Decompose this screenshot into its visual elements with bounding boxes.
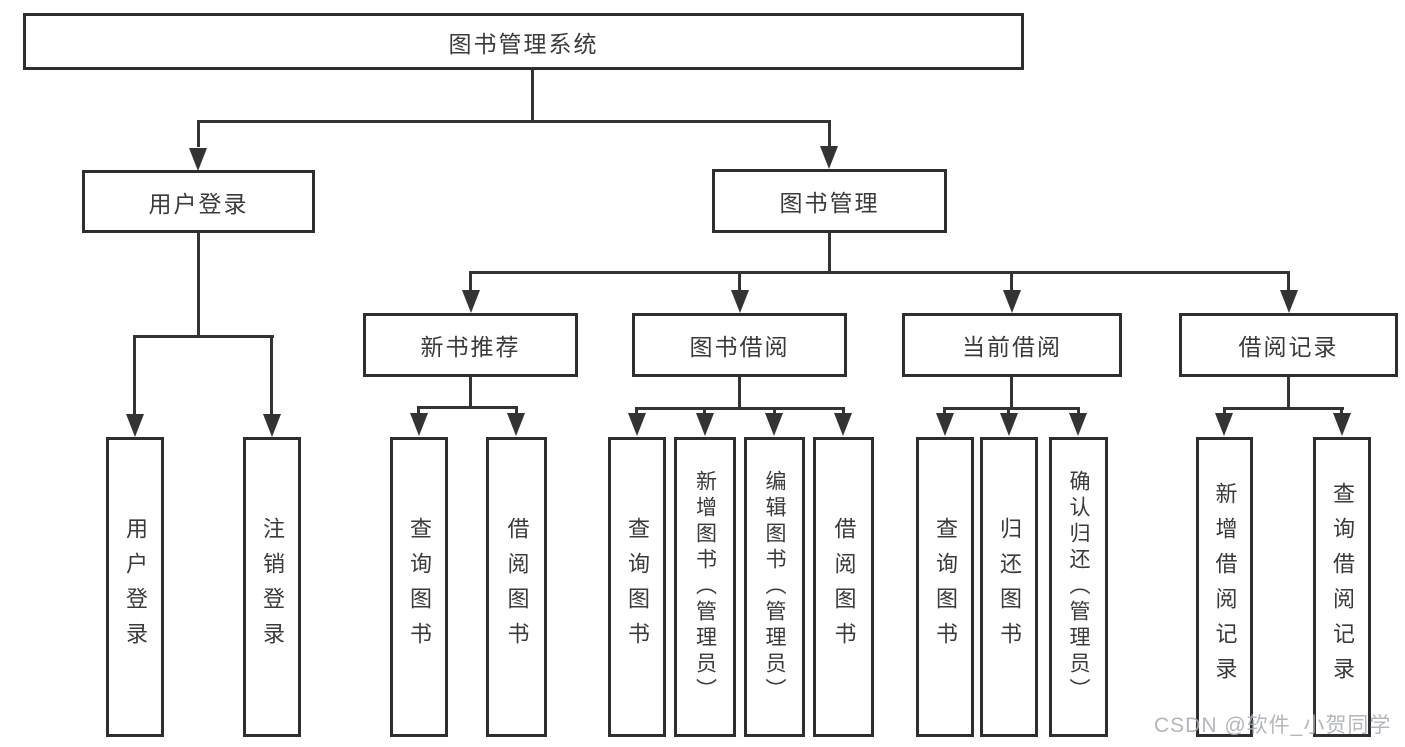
leaf-records-query-record-label: 查询借阅记录	[1330, 482, 1355, 692]
connector-line	[1340, 409, 1343, 416]
connector-line	[469, 377, 472, 408]
arrow-down-icon	[731, 290, 749, 313]
node-user-login: 用户登录	[82, 170, 315, 233]
leaf-records-add-record-label: 新增借阅记录	[1212, 482, 1238, 692]
arrow-down-icon	[1069, 413, 1087, 436]
leaf-borrowing-add-books-admin-label: 新增图书（管理员）	[693, 470, 717, 704]
node-book-management-label: 图书管理	[779, 190, 880, 216]
leaf-logout-label: 注销登录	[260, 517, 285, 657]
leaf-borrowing-query-books: 查询图书	[608, 437, 666, 737]
leaf-borrowing-borrow-books: 借阅图书	[813, 437, 874, 737]
arrow-down-icon	[1000, 413, 1018, 436]
arrow-down-icon	[1003, 290, 1021, 313]
leaf-current-confirm-return-admin: 确认归还（管理员）	[1049, 437, 1108, 737]
leaf-current-query-books-label: 查询图书	[933, 517, 958, 657]
connector-line	[197, 120, 200, 147]
leaf-user-login-label: 用户登录	[123, 517, 148, 657]
connector-line	[828, 233, 831, 273]
connector-line	[773, 409, 776, 416]
connector-line	[469, 273, 472, 292]
arrow-down-icon	[628, 413, 646, 436]
connector-line	[417, 408, 420, 416]
arrow-down-icon	[820, 146, 838, 169]
connector-line	[1007, 409, 1010, 416]
connector-line	[1223, 407, 1344, 410]
node-root-label: 图书管理系统	[448, 30, 599, 57]
leaf-borrowing-query-books-label: 查询图书	[625, 517, 650, 657]
arrow-down-icon	[189, 148, 207, 171]
connector-line	[828, 120, 831, 147]
watermark: CSDN @软件_小贺同学	[1154, 714, 1392, 737]
arrow-down-icon	[126, 414, 144, 437]
connector-line	[1287, 377, 1290, 409]
connector-line	[635, 407, 845, 410]
leaf-user-login: 用户登录	[106, 437, 164, 737]
node-borrow-records: 借阅记录	[1179, 313, 1398, 377]
connector-line	[738, 273, 741, 292]
leaf-logout: 注销登录	[243, 437, 301, 737]
connector-line	[133, 335, 274, 338]
leaf-borrowing-add-books-admin: 新增图书（管理员）	[674, 437, 736, 737]
arrow-down-icon	[462, 290, 480, 313]
leaf-newbooks-query-books-label: 查询图书	[407, 517, 432, 657]
node-book-borrowing: 图书借阅	[632, 313, 847, 377]
leaf-current-return-books-label: 归还图书	[997, 517, 1022, 657]
node-new-book-recommend: 新书推荐	[363, 313, 578, 377]
arrow-down-icon	[765, 413, 783, 436]
connector-line	[1010, 377, 1013, 409]
connector-line	[1010, 273, 1013, 292]
arrow-down-icon	[410, 413, 428, 436]
connector-line	[197, 120, 831, 123]
node-current-borrowing-label: 当前借阅	[962, 334, 1062, 360]
connector-line	[1223, 409, 1226, 416]
node-borrow-records-label: 借阅记录	[1238, 334, 1339, 360]
leaf-borrowing-edit-books-admin-label: 编辑图书（管理员）	[763, 470, 786, 704]
leaf-newbooks-borrow-books-label: 借阅图书	[504, 517, 530, 657]
connector-line	[703, 409, 706, 416]
leaf-current-confirm-return-admin-label: 确认归还（管理员）	[1067, 470, 1090, 704]
connector-line	[531, 70, 534, 121]
arrow-down-icon	[834, 413, 852, 436]
leaf-current-return-books: 归还图书	[980, 437, 1038, 737]
leaf-current-query-books: 查询图书	[916, 437, 974, 737]
connector-line	[270, 337, 273, 415]
arrow-down-icon	[263, 414, 281, 437]
connector-line	[738, 377, 741, 409]
leaf-newbooks-query-books: 查询图书	[390, 437, 448, 737]
node-book-borrowing-label: 图书借阅	[689, 334, 790, 360]
node-root: 图书管理系统	[23, 13, 1024, 70]
connector-line	[1077, 409, 1080, 416]
connector-line	[417, 406, 518, 409]
leaf-borrowing-borrow-books-label: 借阅图书	[831, 517, 857, 657]
node-book-management: 图书管理	[712, 169, 947, 233]
connector-line	[515, 408, 518, 416]
arrow-down-icon	[936, 413, 954, 436]
arrow-down-icon	[696, 413, 714, 436]
arrow-down-icon	[1215, 413, 1233, 436]
arrow-down-icon	[1333, 413, 1351, 436]
node-current-borrowing: 当前借阅	[902, 313, 1122, 377]
connector-line	[133, 337, 136, 415]
leaf-newbooks-borrow-books: 借阅图书	[486, 437, 547, 737]
connector-line	[943, 407, 1080, 410]
arrow-down-icon	[507, 413, 525, 436]
node-user-login-label: 用户登录	[148, 190, 249, 217]
leaf-records-add-record: 新增借阅记录	[1196, 437, 1253, 737]
node-new-book-recommend-label: 新书推荐	[420, 334, 521, 360]
connector-line	[1287, 273, 1290, 292]
connector-line	[635, 409, 638, 416]
connector-line	[842, 409, 845, 416]
arrow-down-icon	[1280, 290, 1298, 313]
connector-line	[943, 409, 946, 416]
connector-line	[469, 271, 1290, 274]
leaf-borrowing-edit-books-admin: 编辑图书（管理员）	[744, 437, 805, 737]
connector-line	[197, 233, 200, 337]
leaf-records-query-record: 查询借阅记录	[1313, 437, 1371, 737]
